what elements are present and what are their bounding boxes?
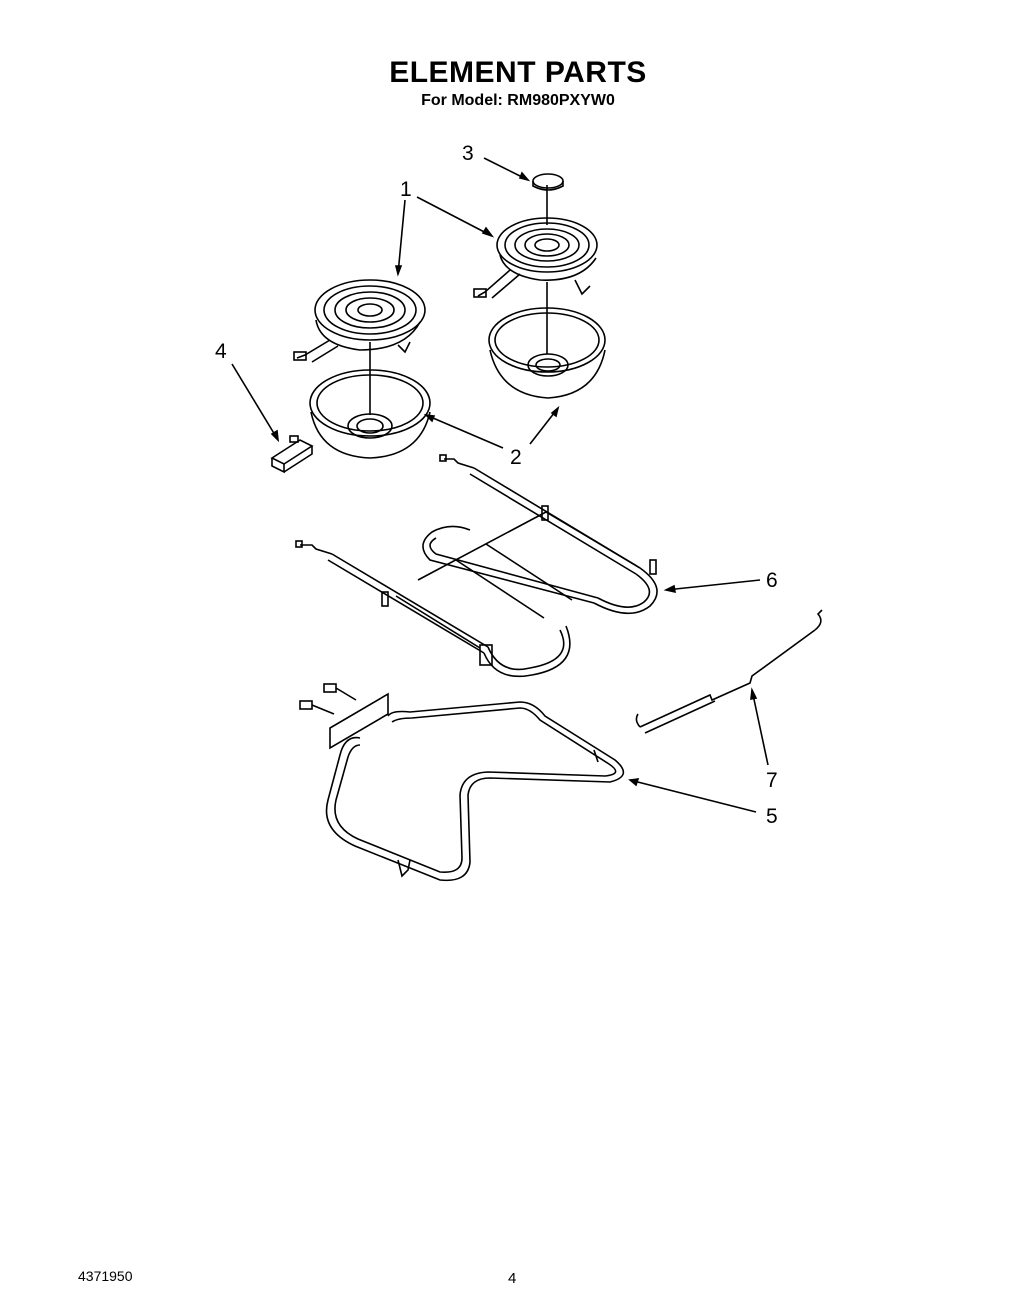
model-subtitle: For Model: RM980PXYW0 — [421, 92, 615, 109]
document-number: 4371950 — [78, 1268, 133, 1284]
cap-part — [532, 173, 564, 191]
element-shield — [635, 609, 823, 734]
callout-3: 3 — [462, 142, 474, 165]
surface-element-left — [293, 279, 426, 363]
broil-element — [295, 454, 658, 678]
page-title: ELEMENT PARTS — [389, 56, 647, 89]
surface-element-right — [473, 185, 598, 299]
leader-lines — [231, 157, 769, 813]
clip-part — [270, 435, 314, 474]
callout-1: 1 — [400, 178, 412, 201]
drip-bowl-left — [309, 342, 431, 459]
callout-2: 2 — [510, 446, 522, 469]
drip-bowl-right — [488, 282, 606, 399]
bake-element — [299, 683, 625, 882]
page-number: 4 — [508, 1270, 517, 1287]
callout-7: 7 — [766, 769, 778, 792]
callout-6: 6 — [766, 569, 778, 592]
callout-5: 5 — [766, 805, 778, 828]
callout-4: 4 — [215, 340, 227, 363]
